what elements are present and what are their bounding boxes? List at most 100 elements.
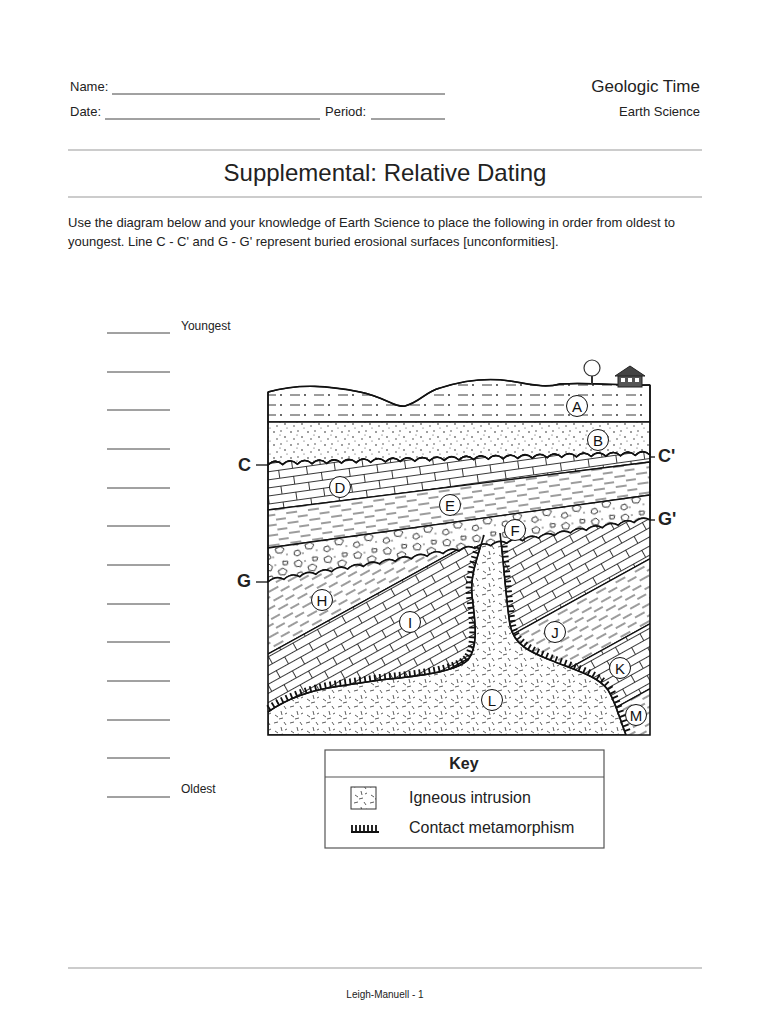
contact-tick [424, 669, 425, 675]
layer-callout: H [311, 589, 333, 611]
contact-tick [276, 700, 279, 705]
contact-tick [468, 607, 474, 610]
contact-tick [320, 684, 321, 690]
layer-a [268, 380, 650, 422]
label-text: Name: [70, 79, 108, 95]
contact-tick [467, 576, 473, 579]
layer-callout: B [587, 429, 609, 451]
answer-blank [107, 565, 170, 566]
contact-tick [443, 665, 445, 671]
callout-letter: A [572, 399, 582, 414]
igneous-swatch [351, 787, 376, 809]
contact-tick [623, 725, 629, 727]
contact-tick [468, 572, 474, 573]
contact-tick [469, 636, 475, 638]
contact-tick [512, 629, 518, 631]
contact-tick [466, 592, 472, 594]
contact-tick [504, 565, 510, 567]
rule [68, 197, 702, 198]
contact-tick [601, 678, 605, 683]
contact-tick [510, 620, 516, 623]
label-text: Date: [70, 104, 101, 120]
contact-tick [394, 673, 396, 679]
callout-letter: M [630, 708, 643, 723]
contact-tick [466, 587, 472, 589]
label-text: Geologic Time [591, 77, 700, 97]
unconformity-line [268, 452, 650, 465]
intrusion-probe [268, 533, 626, 735]
contact-tick [625, 729, 631, 731]
layer-callout: K [609, 657, 631, 679]
label-text: Earth Science [619, 104, 700, 120]
contact-symbol [351, 825, 379, 832]
contact-tick [574, 664, 576, 670]
contact-tick [528, 645, 531, 650]
house-roof [615, 366, 645, 376]
house-body [618, 375, 642, 387]
answer-blank [107, 758, 170, 759]
section-frame [268, 385, 650, 735]
answer-blank [107, 372, 170, 373]
contact-tick [344, 679, 347, 685]
intrusion-edge [500, 533, 626, 735]
contact-tick [588, 670, 591, 675]
callout-letter: J [551, 625, 559, 640]
contact-tick [616, 706, 622, 708]
contact-tick [374, 675, 377, 681]
contact-tick [524, 642, 528, 647]
tree-crown [584, 360, 600, 376]
contact-tick [272, 703, 275, 708]
rule [68, 968, 702, 969]
label-text: Use the diagram below and your knowledge… [68, 214, 708, 252]
contact-tick [507, 595, 513, 597]
contact-tick [614, 701, 620, 703]
igneous-intrusion [268, 533, 626, 735]
contact-tick [509, 615, 515, 618]
contact-tick [471, 557, 477, 559]
answer-blank [107, 681, 170, 682]
leader-line [256, 464, 268, 465]
contact-tick [468, 612, 474, 615]
contact-tick [456, 660, 459, 665]
tilted-layers [266, 188, 652, 1024]
answer-blank [107, 333, 170, 334]
contact-tick [510, 625, 516, 626]
contact-tick [359, 677, 362, 683]
cross-section [256, 188, 655, 1024]
answer-blank [107, 642, 170, 643]
layer-callout: F [504, 519, 526, 541]
layer-callout: J [544, 621, 566, 643]
contact-metamorphism [267, 546, 630, 731]
contact-tick [349, 679, 352, 685]
leader-line [256, 581, 268, 582]
leader-line [650, 456, 655, 457]
contact-tick [504, 570, 510, 572]
unconformity-line [268, 518, 650, 582]
contact-tick [469, 567, 475, 568]
layer-k [266, 623, 652, 900]
answer-blank [107, 720, 170, 721]
layer-callout: L [481, 689, 503, 711]
contact-tick [452, 662, 454, 668]
contact-tick [592, 672, 595, 677]
contact-tick [608, 686, 613, 689]
contact-tick [379, 674, 381, 680]
contact-tick [618, 710, 624, 712]
contact-tick [506, 590, 512, 592]
layer-callout: D [329, 476, 351, 498]
contact-tick [565, 660, 567, 666]
contact-tick [434, 667, 435, 673]
contact-tick [467, 650, 473, 652]
contact-tick [469, 632, 475, 634]
page-title: Supplemental: Relative Dating [0, 159, 770, 188]
contact-tick [612, 696, 618, 699]
callout-letter: F [510, 523, 519, 538]
contact-tick [502, 545, 508, 547]
label-text: C' [658, 446, 675, 468]
layer-callout: I [399, 611, 421, 633]
house-windows [621, 378, 639, 382]
label-text: G' [658, 509, 676, 531]
contact-tick [463, 656, 467, 661]
